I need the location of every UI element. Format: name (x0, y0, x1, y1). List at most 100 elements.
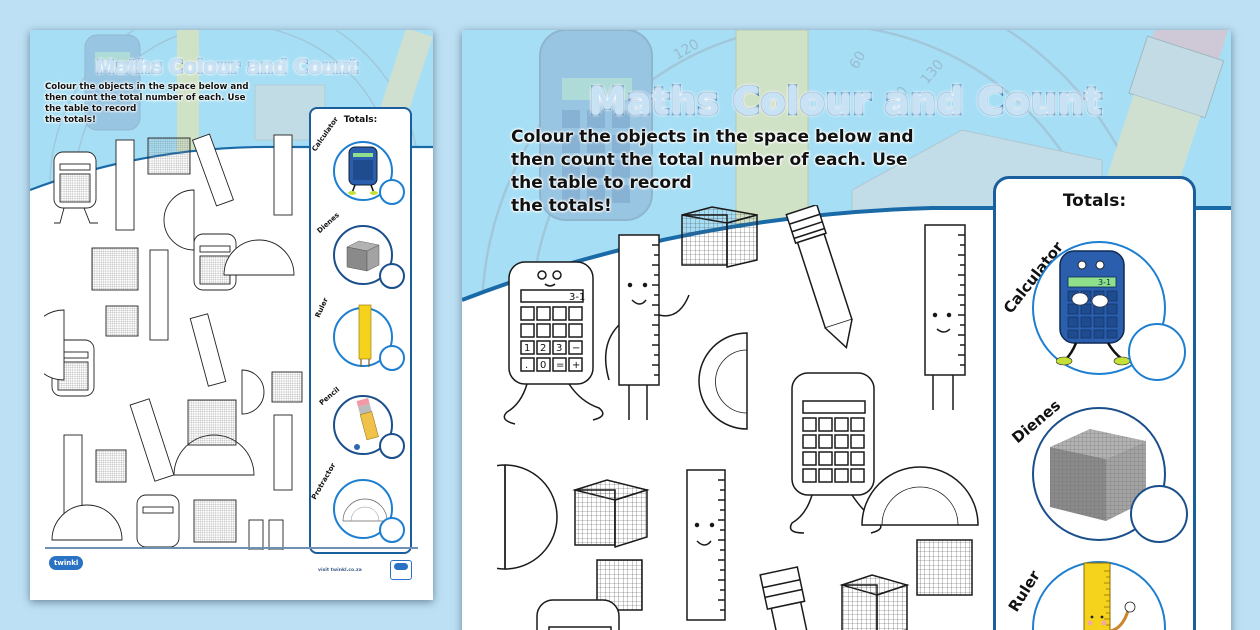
ruler-outline-icon (149, 249, 169, 341)
totals-panel: Totals: Calculator 3-1 (993, 176, 1196, 630)
quality-badge-icon (390, 560, 412, 580)
pencil-outline-icon (248, 519, 264, 550)
ruler-outline-icon (604, 234, 690, 420)
svg-text:+: + (572, 360, 580, 371)
svg-text:0: 0 (540, 360, 546, 371)
pencil-outline-icon (759, 566, 810, 630)
ruler-outline-icon (924, 224, 966, 410)
total-label: Ruler (313, 296, 330, 319)
protractor-icon (342, 498, 388, 522)
total-answer-input[interactable] (379, 433, 405, 459)
total-label: Dienes (315, 211, 341, 235)
svg-text:3-1: 3-1 (569, 292, 585, 303)
instructions-text: Colour the objects in the space below an… (45, 82, 275, 126)
dienes-outline-icon (271, 371, 303, 403)
pencil-outline-icon (189, 313, 227, 387)
dienes-cube-icon (346, 240, 380, 272)
instructions-text: Colour the objects in the space below an… (511, 126, 921, 218)
instruction-line: then count the total number of each. Use (511, 150, 908, 170)
total-item-ruler: Ruler (311, 293, 411, 379)
dienes-outline-icon (681, 206, 758, 268)
background-illustration (49, 30, 433, 190)
dienes-outline-icon (187, 399, 237, 446)
svg-text:2: 2 (540, 343, 546, 354)
instruction-line: then count the total number of each. Use (45, 93, 246, 103)
ruler-outline-icon (686, 469, 726, 621)
dienes-outline-icon (95, 449, 127, 483)
dienes-outline-icon (193, 499, 237, 543)
total-answer-input[interactable] (1130, 485, 1188, 543)
calculator-icon (348, 146, 378, 195)
total-label: Pencil (317, 385, 342, 407)
ruler-outline-icon (273, 134, 293, 216)
instruction-line: the table to record (45, 104, 137, 114)
dienes-outline-icon (91, 247, 139, 291)
svg-text:3: 3 (556, 343, 562, 354)
instruction-line: the table to record (511, 173, 692, 193)
svg-text:3-1: 3-1 (1098, 278, 1111, 287)
dienes-outline-icon (839, 574, 910, 630)
svg-text:1: 1 (524, 343, 530, 354)
totals-heading: Totals: (343, 115, 378, 125)
total-answer-input[interactable] (379, 345, 405, 371)
calculator-outline-icon (536, 599, 620, 630)
total-item-pencil: Pencil (311, 379, 411, 465)
ruler-outline-icon (273, 414, 293, 491)
protractor-outline-icon (241, 369, 265, 415)
pencil-outline-icon (129, 398, 175, 482)
protractor-outline-icon (44, 309, 65, 381)
svg-text:.: . (525, 360, 528, 371)
ruler-icon (1083, 562, 1136, 630)
dienes-outline-icon (105, 305, 139, 337)
svg-text:60: 60 (847, 49, 870, 72)
total-item-calculator: Calculator 3-1 (996, 219, 1196, 394)
worksheet-title: Maths Colour and Count (588, 79, 1104, 125)
footer-divider (45, 547, 418, 549)
worksheet-title: Maths Colour and Count (95, 55, 359, 79)
coloring-area (44, 133, 303, 550)
protractor-outline-icon (698, 332, 748, 430)
total-answer-input[interactable] (379, 263, 405, 289)
dienes-outline-icon (916, 539, 973, 596)
calculator-icon: 3-1 (1056, 250, 1131, 366)
total-answer-input[interactable] (1128, 323, 1186, 381)
total-item-dienes: Dienes (996, 389, 1196, 559)
calculator-outline-icon (193, 233, 237, 291)
pencil-outline-icon (191, 133, 235, 207)
instruction-line: Colour the objects in the space below an… (45, 82, 249, 92)
protractor-outline-icon (497, 464, 506, 570)
total-item-dienes: Dienes (311, 209, 411, 293)
ruler-icon (358, 304, 372, 367)
visit-website-link[interactable]: visit twinkl.co.za (318, 568, 362, 573)
protractor-outline-icon (51, 504, 123, 541)
total-item-protractor: Protractor (310, 461, 411, 551)
calculator-outline-icon (53, 151, 98, 224)
svg-text:−: − (572, 343, 580, 354)
protractor-outline-icon (163, 189, 195, 251)
total-answer-input[interactable] (379, 517, 405, 543)
pencil-outline-icon (268, 519, 284, 550)
dienes-outline-icon (147, 137, 191, 175)
total-item-calculator: Calculator (310, 116, 411, 209)
total-item-ruler: Ruler (996, 559, 1196, 630)
pencil-outline-icon (785, 205, 853, 350)
total-answer-input[interactable] (379, 179, 405, 205)
calculator-outline-icon (136, 494, 180, 548)
svg-text:=: = (556, 360, 564, 371)
instruction-line: Colour the objects in the space below an… (511, 127, 914, 147)
worksheet-detail-large: 120 60 130 50 Maths Colour and Count Col… (462, 30, 1231, 630)
twinkl-logo[interactable]: twinkl (49, 556, 84, 570)
instruction-line: the totals! (45, 115, 96, 125)
worksheet-preview-small: Maths Colour and Count Colour the object… (30, 30, 433, 600)
instruction-line: the totals! (511, 196, 612, 216)
protractor-outline-icon (861, 466, 979, 526)
dienes-outline-icon (572, 479, 650, 549)
totals-panel: Totals: Calculator Dienes (309, 107, 412, 554)
totals-heading: Totals: (1062, 191, 1127, 211)
total-label: Protractor (310, 461, 338, 501)
pencil-icon (354, 398, 379, 450)
protractor-outline-icon (223, 239, 295, 276)
ruler-outline-icon (115, 139, 135, 231)
